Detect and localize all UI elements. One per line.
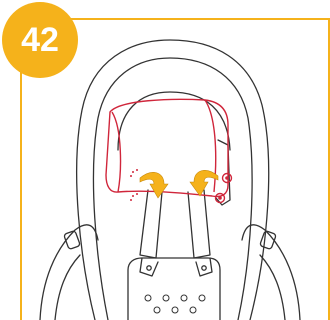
seat-shell-inner — [93, 58, 252, 320]
left-shoulder-strap — [140, 190, 162, 258]
left-buckle-tongue — [140, 258, 158, 276]
left-base-detail — [55, 255, 80, 320]
release-button-upper — [223, 174, 232, 183]
right-buckle-tongue — [196, 258, 212, 276]
step-number-badge: 42 — [2, 2, 78, 78]
right-base-detail — [260, 255, 285, 320]
headrest-highlighted — [106, 99, 228, 196]
seat-shell-outline — [77, 40, 269, 320]
plate-holes — [145, 295, 205, 313]
curved-arrow-left-icon — [140, 172, 168, 198]
right-side-wing — [242, 225, 300, 320]
right-shoulder-strap — [188, 190, 210, 258]
left-side-wing — [40, 225, 98, 320]
spark-marks — [130, 169, 138, 201]
